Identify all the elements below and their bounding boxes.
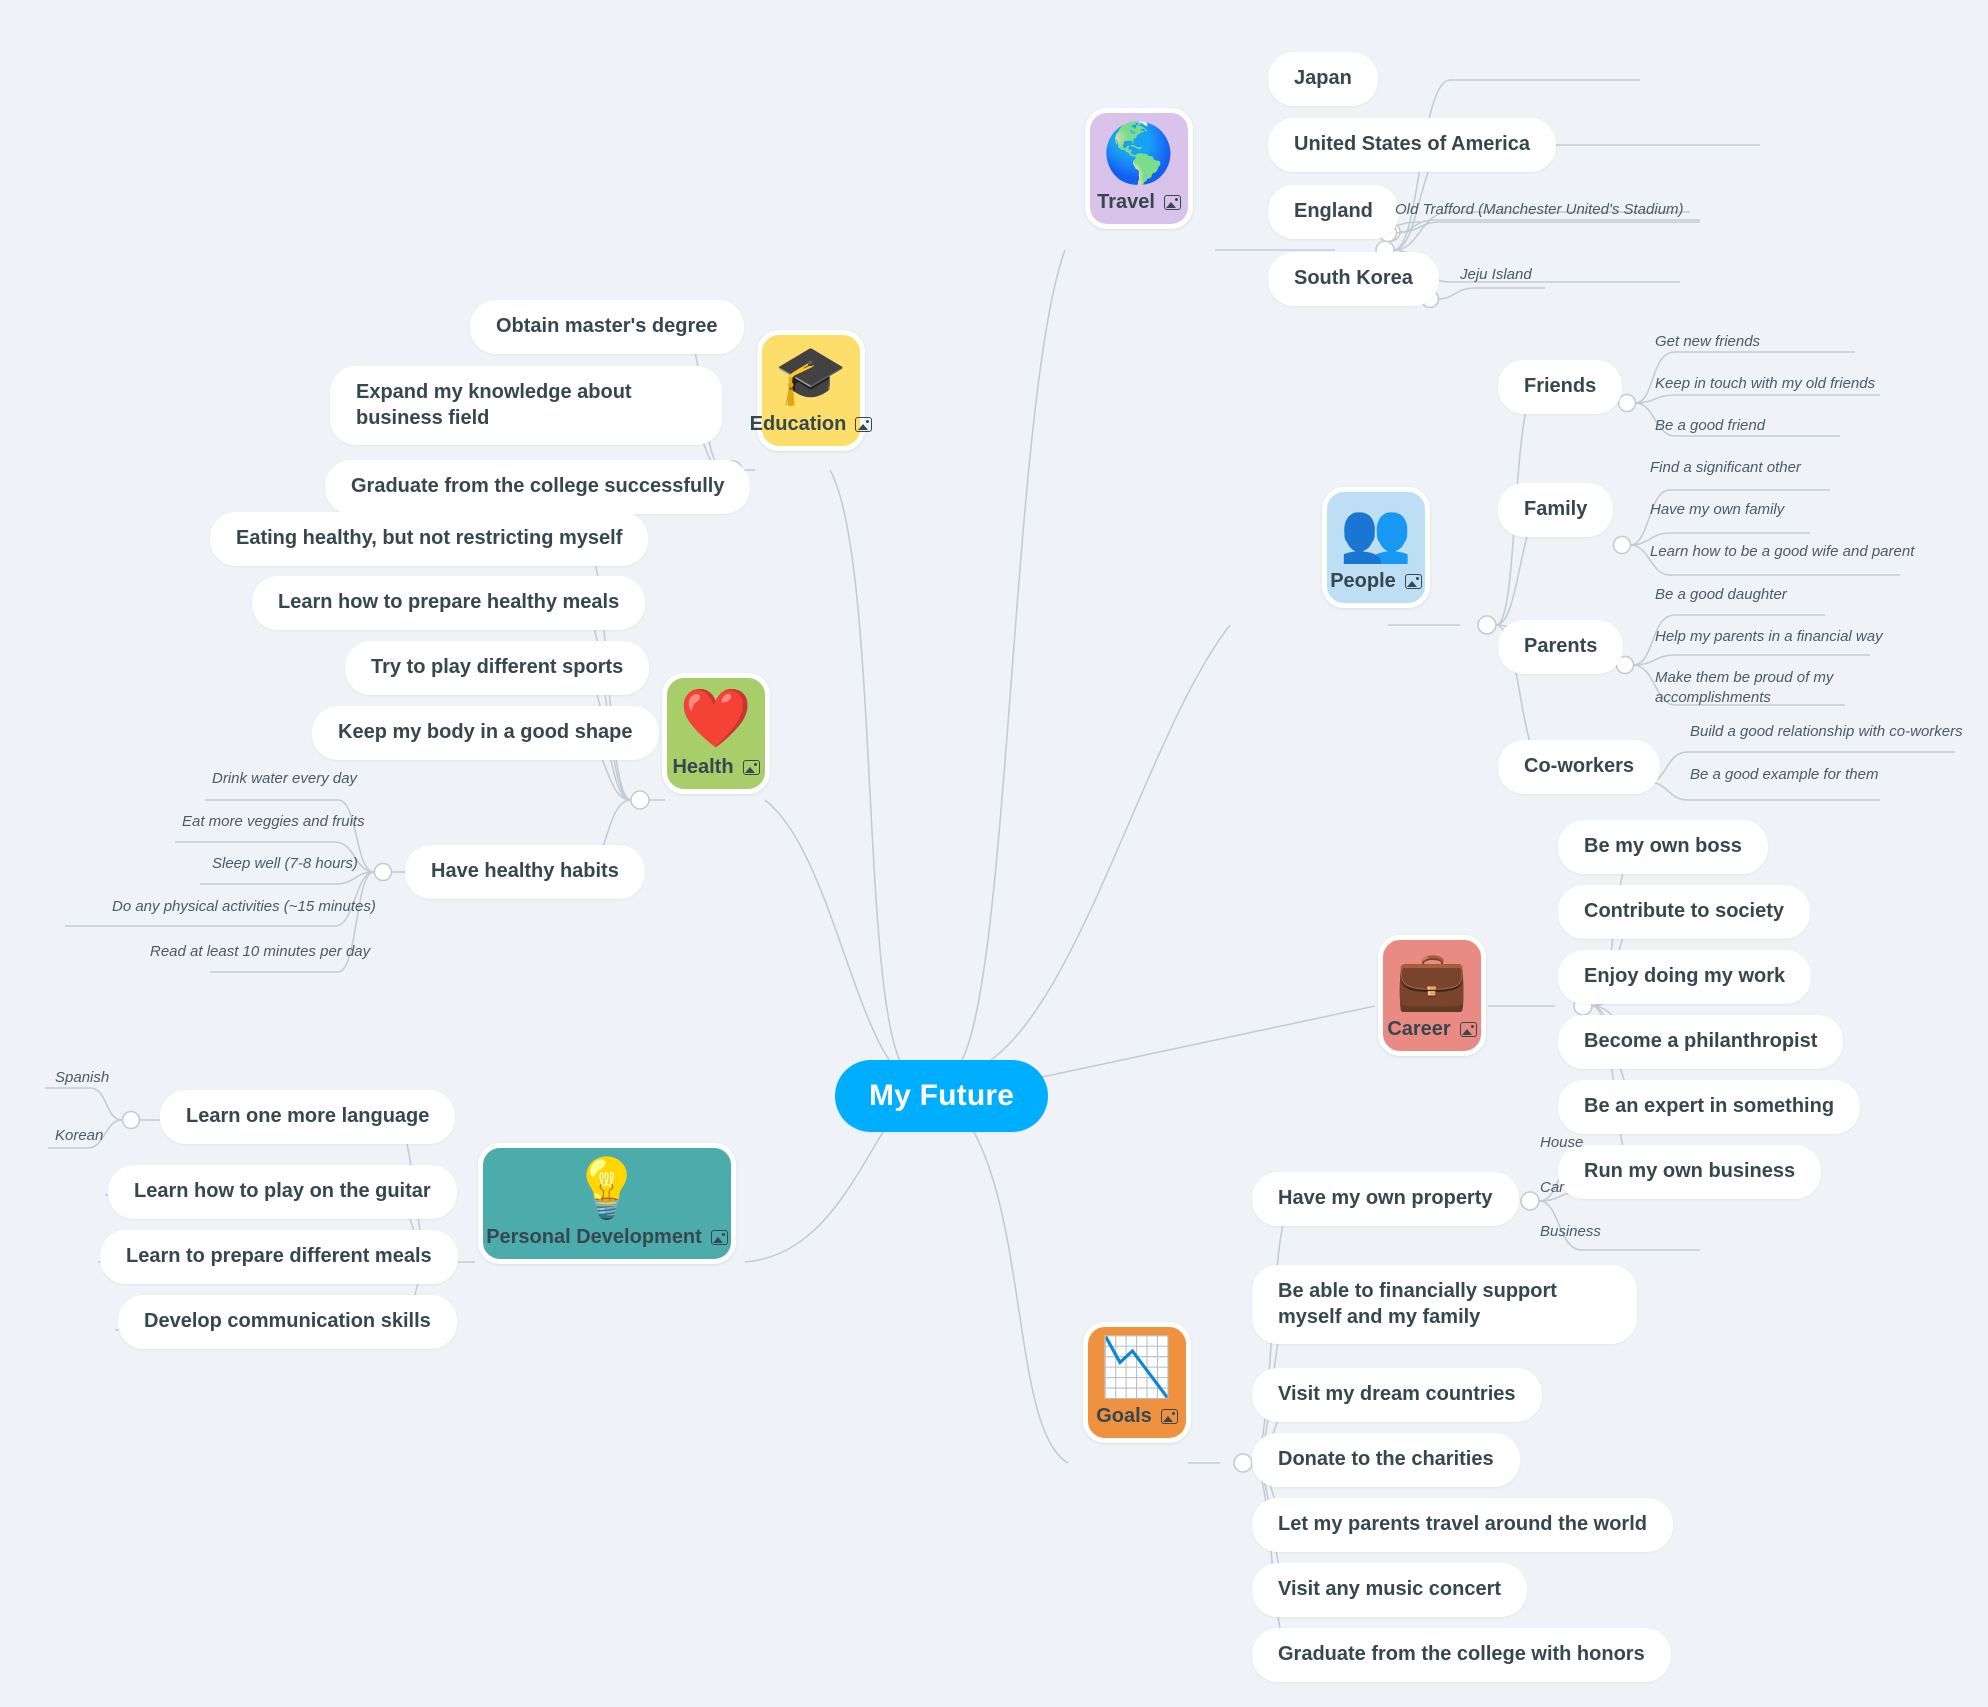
- image-attachment-icon[interactable]: [855, 417, 873, 432]
- topic-masters-degree[interactable]: Obtain master's degree: [470, 300, 744, 354]
- leaf-good-example[interactable]: Be a good example for them: [1690, 766, 1879, 783]
- topic-japan[interactable]: Japan: [1268, 52, 1378, 106]
- leaf-good-wife-parent[interactable]: Learn how to be a good wife and parent: [1650, 543, 1915, 560]
- topic-parents[interactable]: Parents: [1498, 620, 1624, 674]
- root-node[interactable]: My Future: [835, 1060, 1049, 1132]
- graduation-cap-icon: 🎓: [774, 343, 848, 408]
- topic-communication-skills[interactable]: Develop communication skills: [118, 1295, 457, 1349]
- leaf-spanish[interactable]: Spanish: [55, 1069, 110, 1086]
- branch-tile-people[interactable]: 👥 People: [1322, 487, 1430, 608]
- branch-tile-education[interactable]: 🎓 Education: [750, 330, 873, 451]
- leaf-read-daily[interactable]: Read at least 10 minutes per day: [150, 943, 371, 960]
- topic-contribute-to-society[interactable]: Contribute to society: [1558, 885, 1811, 939]
- topic-graduate-with-honors[interactable]: Graduate from the college with honors: [1252, 1628, 1671, 1682]
- branch-tile-career[interactable]: 💼 Career: [1378, 935, 1486, 1056]
- topic-expert-in-something[interactable]: Be an expert in something: [1558, 1080, 1861, 1134]
- topic-donate-charities[interactable]: Donate to the charities: [1252, 1433, 1520, 1487]
- leaf-keep-in-touch[interactable]: Keep in touch with my old friends: [1655, 375, 1876, 392]
- branch-label-goals: Goals: [1096, 1405, 1178, 1428]
- leaf-have-own-family[interactable]: Have my own family: [1650, 501, 1785, 518]
- image-attachment-icon[interactable]: [1459, 1022, 1477, 1037]
- topic-be-my-own-boss[interactable]: Be my own boss: [1558, 820, 1768, 874]
- leaf-veggies-fruits[interactable]: Eat more veggies and fruits: [182, 813, 365, 830]
- topic-south-korea[interactable]: South Korea: [1268, 252, 1439, 306]
- leaf-sleep-well[interactable]: Sleep well (7-8 hours): [212, 855, 358, 872]
- globe-icon: 🌎: [1102, 121, 1176, 186]
- topic-play-guitar[interactable]: Learn how to play on the guitar: [108, 1165, 457, 1219]
- topic-philanthropist[interactable]: Become a philanthropist: [1558, 1015, 1844, 1069]
- leaf-help-parents-financial[interactable]: Help my parents in a financial way: [1655, 628, 1883, 645]
- leaf-make-them-proud[interactable]: Make them be proud of my accomplishments: [1655, 669, 1834, 706]
- image-attachment-icon[interactable]: [710, 1230, 728, 1245]
- topic-play-different-sports[interactable]: Try to play different sports: [345, 641, 650, 695]
- branch-tile-health[interactable]: ❤️ Health: [662, 673, 770, 794]
- topic-eating-healthy[interactable]: Eating healthy, but not restricting myse…: [210, 512, 649, 566]
- topic-body-good-shape[interactable]: Keep my body in a good shape: [312, 706, 659, 760]
- topic-co-workers[interactable]: Co-workers: [1498, 740, 1661, 794]
- image-attachment-icon[interactable]: [1404, 574, 1422, 589]
- branch-label-career: Career: [1387, 1018, 1477, 1041]
- chart-icon: 📉: [1100, 1335, 1174, 1400]
- branch-label-education: Education: [750, 413, 873, 436]
- leaf-business[interactable]: Business: [1540, 1223, 1601, 1240]
- branch-tile-travel[interactable]: 🌎 Travel: [1085, 108, 1193, 229]
- topic-usa[interactable]: United States of America: [1268, 118, 1556, 172]
- heart-icon: ❤️: [679, 686, 753, 751]
- topic-learn-language[interactable]: Learn one more language: [160, 1090, 456, 1144]
- topic-parents-travel-world[interactable]: Let my parents travel around the world: [1252, 1498, 1673, 1552]
- leaf-physical-activities[interactable]: Do any physical activities (~15 minutes): [112, 898, 376, 915]
- leaf-korean[interactable]: Korean: [55, 1127, 104, 1144]
- topic-enjoy-my-work[interactable]: Enjoy doing my work: [1558, 950, 1812, 1004]
- leaf-drink-water[interactable]: Drink water every day: [212, 770, 358, 787]
- topic-friends[interactable]: Friends: [1498, 360, 1623, 414]
- topic-have-own-property[interactable]: Have my own property: [1252, 1172, 1519, 1226]
- topic-music-concert[interactable]: Visit any music concert: [1252, 1563, 1528, 1617]
- image-attachment-icon[interactable]: [1163, 195, 1181, 210]
- topic-healthy-habits[interactable]: Have healthy habits: [405, 845, 645, 899]
- branch-label-personal-development: Personal Development: [486, 1226, 728, 1249]
- root-label: My Future: [869, 1079, 1015, 1112]
- branch-tile-personal-development[interactable]: 💡 Personal Development: [478, 1143, 736, 1264]
- topic-prepare-different-meals[interactable]: Learn to prepare different meals: [100, 1230, 458, 1284]
- topic-visit-dream-countries[interactable]: Visit my dream countries: [1252, 1368, 1542, 1422]
- branch-label-travel: Travel: [1097, 191, 1181, 214]
- topic-england[interactable]: England: [1268, 185, 1399, 239]
- topic-run-my-own-business[interactable]: Run my own business: [1558, 1145, 1822, 1199]
- leaf-significant-other[interactable]: Find a significant other: [1650, 459, 1801, 476]
- leaf-jeju-island[interactable]: Jeju Island: [1460, 266, 1532, 283]
- topic-prepare-healthy-meals[interactable]: Learn how to prepare healthy meals: [252, 576, 646, 630]
- leaf-house[interactable]: House: [1540, 1134, 1584, 1151]
- image-attachment-icon[interactable]: [1160, 1409, 1178, 1424]
- image-attachment-icon[interactable]: [742, 760, 760, 775]
- leaf-good-daughter[interactable]: Be a good daughter: [1655, 586, 1787, 603]
- people-icon: 👥: [1339, 500, 1413, 565]
- branch-label-people: People: [1330, 570, 1422, 593]
- branch-tile-goals[interactable]: 📉 Goals: [1083, 1322, 1191, 1443]
- briefcase-icon: 💼: [1395, 948, 1469, 1013]
- leaf-be-a-good-friend[interactable]: Be a good friend: [1655, 417, 1766, 434]
- branch-label-health: Health: [672, 756, 760, 779]
- leaf-get-new-friends[interactable]: Get new friends: [1655, 333, 1761, 350]
- leaf-car[interactable]: Car: [1540, 1179, 1565, 1196]
- lightbulb-icon: 💡: [570, 1156, 644, 1221]
- topic-financially-support[interactable]: Be able to financially support myself an…: [1252, 1265, 1637, 1345]
- leaf-good-relationship-coworkers[interactable]: Build a good relationship with co-worker…: [1690, 723, 1963, 740]
- topic-family[interactable]: Family: [1498, 483, 1614, 537]
- topic-graduate-successfully[interactable]: Graduate from the college successfully: [325, 460, 751, 514]
- topic-expand-business-knowledge[interactable]: Expand my knowledge about business field: [330, 366, 722, 446]
- leaf-old-trafford[interactable]: Old Trafford (Manchester United's Stadiu…: [1395, 201, 1684, 218]
